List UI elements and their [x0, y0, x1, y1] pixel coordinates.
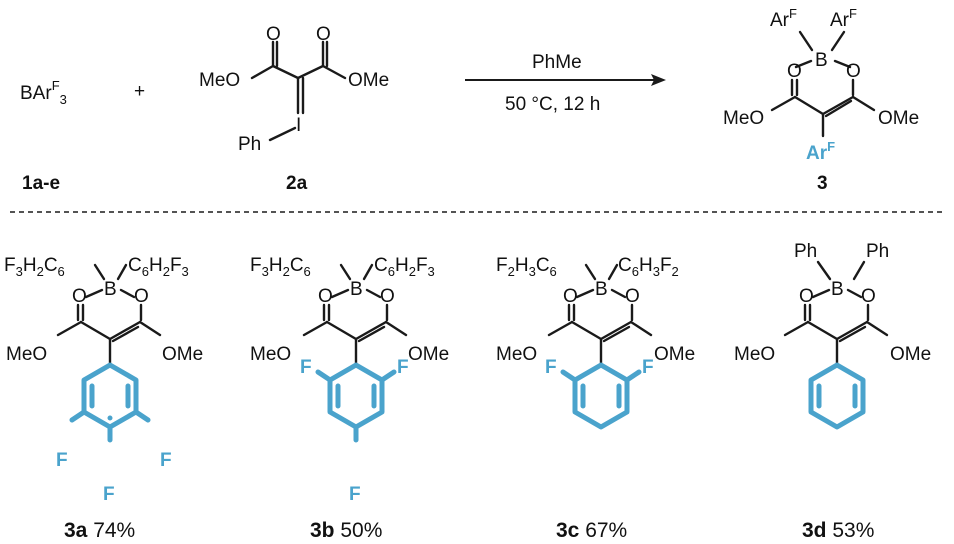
svg-text:O: O [318, 286, 333, 307]
svg-text:3b 50%: 3b 50% [310, 519, 382, 542]
svg-text:C6H2F3: C6H2F3 [128, 255, 189, 279]
product-3-label: 3 [817, 173, 828, 194]
svg-text:Ph: Ph [794, 241, 817, 262]
svg-text:BArF3: BArF3 [20, 78, 67, 107]
reagent-2-label: 2a [286, 173, 308, 194]
svg-text:C6H3F2: C6H3F2 [618, 255, 679, 279]
svg-text:F: F [300, 357, 312, 378]
svg-text:OMe: OMe [162, 344, 203, 365]
svg-text:MeO: MeO [496, 344, 537, 365]
svg-text:O: O [316, 24, 331, 45]
svg-text:F: F [349, 484, 361, 505]
reagent-1: BArF3 1a-e [20, 78, 67, 194]
svg-text:F3H2C6: F3H2C6 [4, 255, 65, 279]
svg-text:F: F [397, 357, 409, 378]
svg-text:3d 53%: 3d 53% [802, 519, 874, 542]
svg-text:3a 74%: 3a 74% [64, 519, 135, 542]
svg-text:OMe: OMe [878, 108, 919, 129]
product-3d: Ph Ph B O O MeO OMe 3d 53% [734, 241, 931, 542]
svg-text:F: F [642, 357, 654, 378]
reagent-1-label: 1a-e [22, 173, 60, 194]
svg-text:F: F [545, 357, 557, 378]
svg-text:F: F [160, 450, 172, 471]
svg-text:O: O [266, 24, 281, 45]
solvent-label: PhMe [532, 52, 582, 73]
svg-text:O: O [625, 286, 640, 307]
svg-text:3c 67%: 3c 67% [556, 519, 627, 542]
svg-text:ArF: ArF [830, 6, 857, 31]
svg-text:F3H2C6: F3H2C6 [250, 255, 311, 279]
svg-text:O: O [799, 286, 814, 307]
svg-text:ArF: ArF [770, 6, 797, 31]
product-3c: F2H3C6 C6H3F2 B O O MeO OMe F F 3c 67% [496, 255, 695, 542]
svg-text:O: O [72, 286, 87, 307]
svg-text:MeO: MeO [6, 344, 47, 365]
product-3a: F3H2C6 C6H2F3 B O O MeO OMe F F F 3a 74% [4, 255, 203, 542]
product-3b: F3H2C6 C6H2F3 B O O MeO OMe F F F 3b 50% [250, 255, 449, 542]
svg-text:OMe: OMe [348, 70, 389, 91]
plus-sign: + [134, 81, 145, 102]
svg-text:O: O [134, 286, 149, 307]
svg-text:O: O [861, 286, 876, 307]
svg-text:B: B [350, 279, 363, 300]
svg-text:OMe: OMe [890, 344, 931, 365]
svg-text:O: O [380, 286, 395, 307]
svg-text:Ph: Ph [238, 134, 261, 155]
svg-text:F: F [103, 484, 115, 505]
svg-text:F2H3C6: F2H3C6 [496, 255, 557, 279]
svg-text:O: O [846, 61, 861, 82]
svg-text:MeO: MeO [723, 108, 764, 129]
product-3: ArF ArF B O O MeO OMe ArF 3 [723, 6, 919, 194]
svg-text:B: B [595, 279, 608, 300]
svg-text:Ph: Ph [866, 241, 889, 262]
reagent-2: O O MeO OMe I Ph 2a [199, 24, 389, 194]
iodine-atom: I [296, 115, 301, 136]
svg-text:MeO: MeO [734, 344, 775, 365]
svg-text:F: F [56, 450, 68, 471]
svg-text:B: B [831, 279, 844, 300]
svg-text:MeO: MeO [250, 344, 291, 365]
svg-text:ArF: ArF [806, 139, 835, 164]
svg-text:O: O [563, 286, 578, 307]
svg-text:MeO: MeO [199, 70, 240, 91]
svg-text:C6H2F3: C6H2F3 [374, 255, 435, 279]
reaction-arrow: PhMe 50 °C, 12 h [465, 52, 666, 115]
svg-text:OMe: OMe [654, 344, 695, 365]
svg-text:O: O [787, 61, 802, 82]
svg-text:B: B [815, 50, 828, 71]
svg-text:OMe: OMe [408, 344, 449, 365]
svg-text:B: B [104, 279, 117, 300]
conditions-label: 50 °C, 12 h [505, 94, 600, 115]
